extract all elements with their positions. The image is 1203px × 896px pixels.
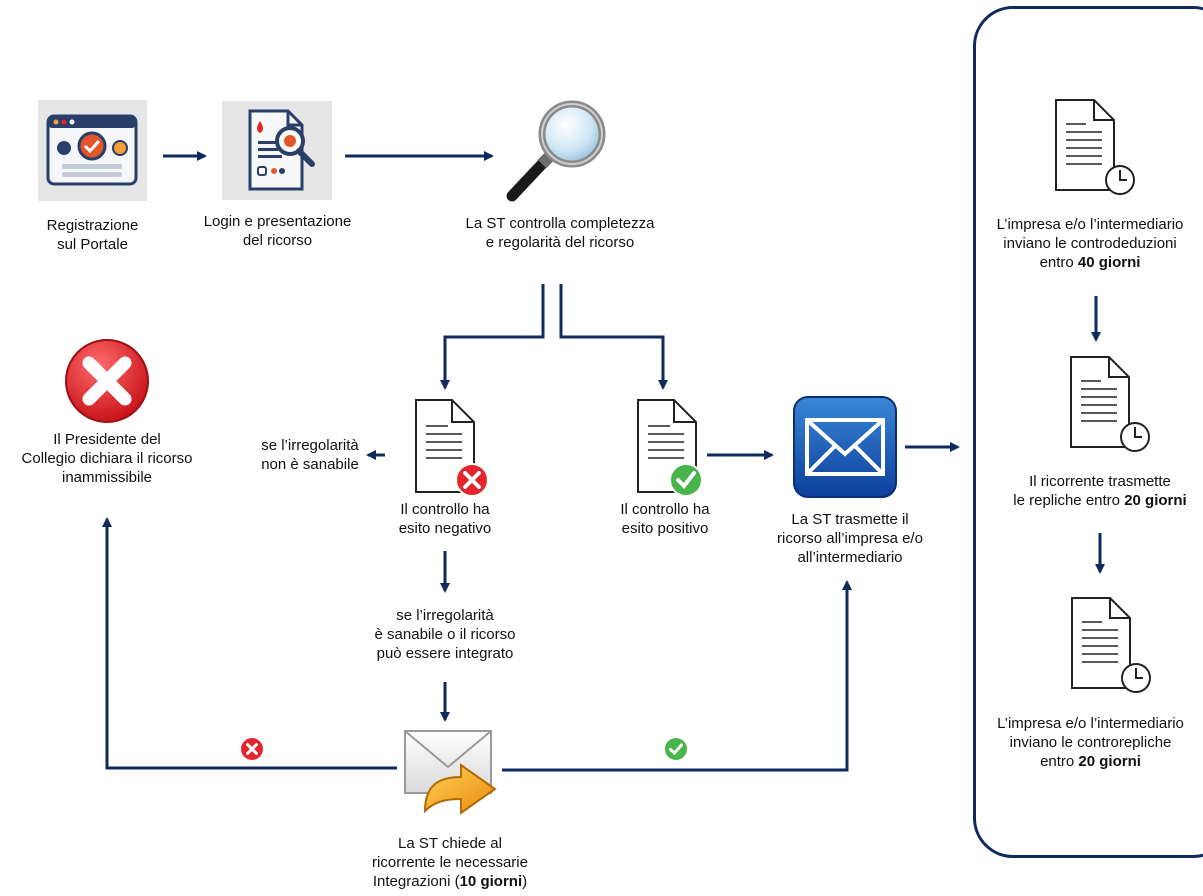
request-label-end: ) (522, 873, 528, 890)
counter-label: L’impresa e/o l’intermediario inviano le… (965, 215, 1203, 272)
request-label-text: La ST chiede al ricorrente le necessarie… (372, 835, 528, 890)
magnifying-glass-icon (498, 100, 612, 206)
arrow-to-negative (440, 284, 545, 390)
replies-label-text: Il ricorrente trasmette le repliche entr… (1013, 473, 1171, 509)
fixable-label: se l’irregolarità è sanabile o il ricors… (374, 607, 516, 662)
login-label: Login e presentazione del ricorso (203, 213, 352, 249)
request-deadline: 10 giorni (459, 873, 523, 890)
arrow-request-to-transmit (502, 580, 852, 772)
rebuttal-label: L’impresa e/o l’intermediario inviano le… (968, 714, 1203, 771)
counter-label-text: L’impresa e/o l’intermediario inviano le… (996, 216, 1184, 271)
envelope-forward-icon (403, 727, 499, 821)
negative-label: Il controllo ha esito negativo (398, 501, 492, 537)
check-label: La ST controlla completezza e regolarità… (465, 215, 655, 251)
arrow-request-to-president (102, 517, 397, 770)
document-check-icon (634, 398, 716, 498)
document-clock-icon (1052, 98, 1136, 198)
document-search-icon (222, 101, 332, 200)
not-fixable-label: se l’irregolarità non è sanabile (261, 437, 359, 473)
document-clock-icon (1067, 355, 1151, 455)
red-x-circle-icon (63, 337, 151, 425)
envelope-icon (793, 396, 897, 498)
request-label: La ST chiede al ricorrente le necessarie… (335, 834, 565, 891)
arrow-to-positive (559, 284, 668, 390)
rebuttal-deadline: 20 giorni (1078, 753, 1141, 770)
counterclaims-panel (973, 6, 1203, 858)
transmit-label: La ST trasmette il ricorso all’impresa e… (777, 511, 923, 566)
small-red-x-icon (240, 737, 264, 761)
small-green-check-icon (664, 737, 688, 761)
portal-window-icon (38, 100, 147, 201)
positive-label: Il controllo ha esito positivo (620, 501, 710, 537)
document-error-icon (412, 398, 494, 498)
replies-deadline: 20 giorni (1124, 492, 1187, 509)
document-clock-icon (1068, 596, 1152, 696)
registration-label: Registrazione sul Portale (46, 217, 139, 253)
president-label: Il Presidente del Collegio dichiara il r… (21, 431, 193, 486)
replies-label: Il ricorrente trasmette le repliche entr… (980, 472, 1203, 510)
counter-deadline: 40 giorni (1077, 254, 1141, 271)
rebuttal-label-text: L’impresa e/o l’intermediario inviano le… (997, 715, 1184, 770)
